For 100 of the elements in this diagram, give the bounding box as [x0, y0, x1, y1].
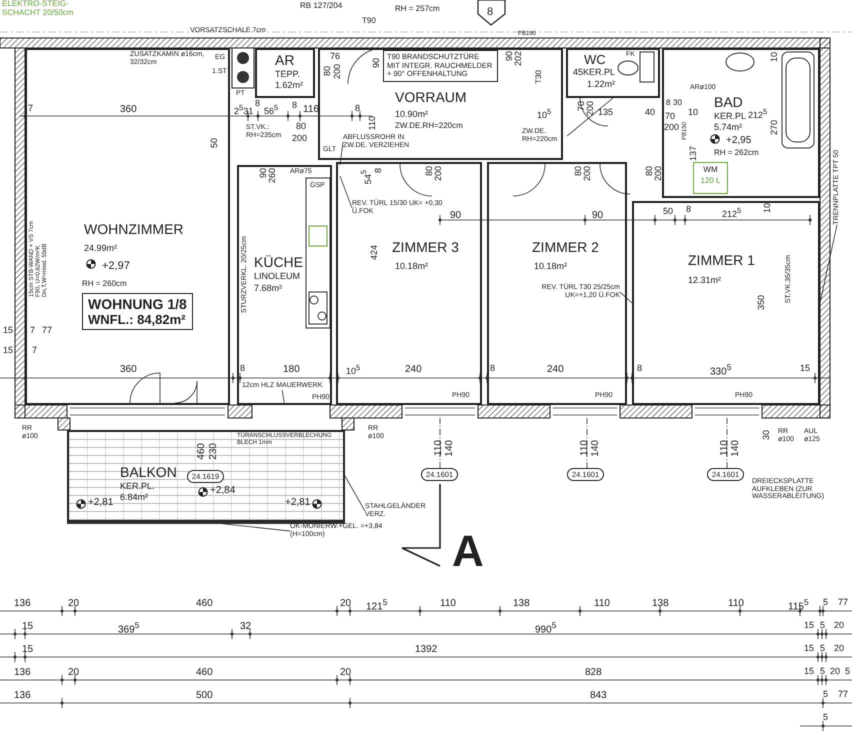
room-info-text: 10.90m² — [395, 110, 428, 120]
dimension-label: 2$^{5}$31 — [234, 104, 254, 117]
dimension-label: 70 — [577, 101, 586, 112]
dimension-label: 110 — [368, 116, 378, 130]
dimension-label: 7 — [30, 326, 36, 336]
dimension-label: 90 — [505, 51, 514, 62]
dimension-label: 202 — [514, 51, 524, 66]
leader-line — [620, 292, 632, 304]
room-name: VORRAUM — [395, 90, 467, 106]
room-info-text: 6.84m² — [120, 493, 148, 503]
room-outline — [566, 48, 660, 98]
dimension-label: 5 — [820, 621, 826, 631]
dimension-label: 5 — [823, 713, 828, 723]
dimension-label: 140 — [590, 440, 601, 457]
balcony-area — [67, 430, 345, 522]
dimension-label: 20 — [834, 621, 844, 631]
dimension-label: 500 — [196, 690, 213, 701]
room-info-text: 10.18m² — [395, 262, 428, 272]
dimension-label: 200 — [586, 101, 596, 116]
note-text: ELEKTRO-STEIG-SCHACHT 20/50cm — [2, 0, 74, 18]
dimension-label: 200 — [333, 64, 343, 80]
dimension-label: 56$^{5}$ — [264, 104, 278, 117]
leader-line — [282, 390, 285, 406]
dimension-label: 8 — [637, 364, 642, 374]
dimension-label: 8 — [355, 104, 360, 114]
room-info-text: KER.PL. — [120, 482, 155, 492]
dimension-label: 15 — [22, 644, 34, 655]
dimension-label: 80 — [296, 122, 306, 132]
leader-line — [566, 98, 614, 136]
room-name: BAD — [714, 95, 743, 110]
room-outline — [25, 48, 230, 405]
room-name: ZIMMER 2 — [532, 240, 599, 256]
room-info-text: 1.22m² — [587, 80, 616, 90]
dimension-label: 110 — [719, 440, 730, 456]
dimension-label: 200 — [654, 166, 664, 182]
section-number: 8 — [487, 6, 494, 18]
room-outline — [237, 165, 332, 405]
room-info-text: +2,97 — [102, 260, 130, 272]
dimension-label: 136 — [14, 690, 31, 701]
dimension-label: 5 — [820, 667, 826, 677]
level-label: +2,81 — [285, 497, 310, 508]
dimension-label: 20 — [68, 598, 80, 609]
dimension-label: 212$^{5}$ — [748, 108, 768, 121]
dimension-label: 240 — [547, 364, 564, 375]
dimension-label: 369$^{5}$ — [118, 621, 140, 636]
room-info-text: 24.99m² — [84, 244, 118, 254]
dimension-label: 15 — [804, 644, 814, 654]
dimension-label: 7 — [28, 104, 34, 114]
dimension-label: 115$^{5}$ — [788, 598, 809, 612]
dimension-label: 360 — [120, 104, 137, 115]
room-info-text: 7.68m² — [254, 284, 282, 294]
dimension-label: 136 — [14, 667, 31, 678]
dimension-label: 10 — [770, 52, 780, 62]
dimension-label: 330$^{5}$ — [710, 363, 732, 378]
dimension-label: 8 — [292, 101, 298, 111]
dimension-label: 76 — [330, 52, 340, 62]
room-name: WC — [584, 53, 606, 68]
appliance-label: 120 L — [699, 176, 722, 185]
room-info-text: RH = 262cm — [714, 149, 759, 158]
dimension-label: 270 — [770, 120, 780, 136]
dimension-label: 200 — [434, 166, 444, 182]
dimension-label: 77 — [838, 598, 848, 608]
dimension-label: 10 — [763, 203, 773, 214]
dimension-label: 843 — [590, 690, 607, 701]
dimension-label: 135 — [598, 108, 614, 118]
dimension-label: 50 — [663, 207, 674, 217]
dimension-label: 7 — [32, 346, 38, 356]
room-info-text: 10.18m² — [534, 262, 568, 272]
note-text: T30 — [535, 70, 544, 84]
dimension-label: 110 — [579, 440, 590, 456]
dimension-label: 138 — [513, 598, 530, 609]
dimension-label: 424 — [370, 245, 380, 260]
room-name: WOHNZIMMER — [84, 222, 184, 238]
dimension-label: 10$^{5}$ — [537, 108, 552, 121]
dimension-label: 15 — [22, 621, 34, 632]
leader-line — [340, 176, 352, 208]
dimension-label: 20 — [834, 644, 844, 654]
dimension-label: 20 — [340, 667, 352, 678]
dimension-label: 32 — [240, 621, 252, 632]
room-info-text: RH = 260cm — [82, 280, 127, 289]
dimension-label: 180 — [283, 364, 300, 375]
dimension-label: 350 — [757, 295, 767, 310]
dimension-label: 460 — [196, 598, 213, 609]
dimension-label: 8 — [374, 168, 384, 174]
dimension-label: 70 — [665, 112, 676, 122]
dimension-label: 200 — [292, 134, 308, 144]
room-info-text: 1.62m² — [275, 81, 304, 91]
dimension-label: 8 — [686, 205, 692, 215]
room-info-text: ZW.DE.RH=220cm — [395, 122, 463, 131]
dimension-label: 80 — [645, 166, 654, 176]
dimension-label: 121$^{5}$ — [366, 598, 388, 612]
dimension-label: 20 — [830, 667, 840, 677]
dimension-label: 8 — [255, 99, 260, 109]
room-info-text: 5.74m² — [714, 123, 742, 133]
dimension-label: 10 — [688, 108, 698, 118]
room-name: ZIMMER 1 — [688, 253, 755, 268]
dimension-label: 90 — [259, 168, 268, 178]
dimension-label: 212$^{5}$ — [722, 207, 742, 220]
section-label: A — [452, 528, 484, 576]
room-info-text: LINOLEUM — [254, 272, 300, 282]
